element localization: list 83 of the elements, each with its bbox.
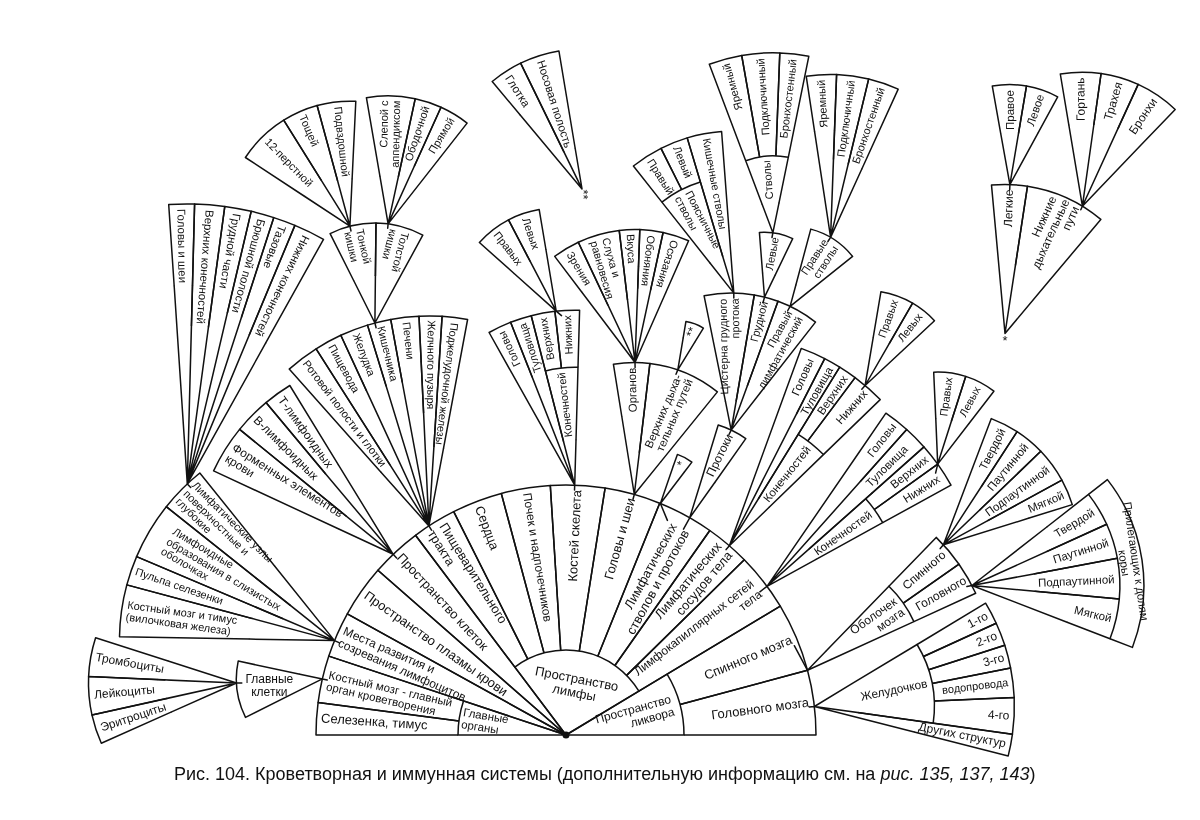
connector-line (581, 265, 667, 369)
connector-line (513, 249, 563, 317)
connector-line (999, 125, 1039, 191)
connector-line (299, 673, 328, 690)
sector-label: Правых (938, 376, 956, 418)
connector-line (724, 342, 763, 436)
sector-label: Главные органы (460, 706, 514, 739)
connector-line (787, 284, 809, 312)
connector-line (379, 150, 439, 229)
connector-line (934, 414, 970, 474)
connector-line (725, 393, 808, 551)
sector-label: Мягкой (1072, 603, 1113, 624)
sector-label: Головного мозга (710, 696, 811, 723)
connector-line (761, 272, 776, 303)
sector-label: Стволы (761, 160, 776, 200)
connector-line (156, 660, 243, 713)
connector-line (793, 644, 832, 672)
sector-label: Желудочков (859, 677, 929, 703)
sector-label: Толстой кишки (376, 228, 411, 278)
footnote-mark: * (1002, 333, 1008, 347)
connector-line (222, 565, 340, 644)
sector-label: Подпаутинной (1037, 572, 1115, 589)
connector-line (311, 464, 398, 559)
connector-line (304, 144, 353, 232)
sector-label: Головы и шеи (175, 208, 190, 284)
sector-label: Лейкоциты (93, 683, 156, 702)
sector-label: Головы и шеи (602, 497, 638, 582)
sector-label: Обоняния (638, 234, 657, 287)
sector-label: Почек и надпочечников (520, 491, 554, 623)
sector-label: Гортань (1074, 77, 1088, 121)
sector-label: Левое (1024, 93, 1047, 128)
sector-label: Органов (625, 367, 639, 413)
sector-label: Тонкой кишки (342, 227, 375, 277)
sector-label: Конечностей (556, 372, 576, 438)
connector-line (348, 361, 445, 531)
connector-line (510, 364, 577, 491)
connector-line (759, 451, 877, 593)
sector-label: Слепой с аппендиксом (377, 100, 403, 174)
connector-line (939, 467, 1030, 550)
connector-line (659, 465, 685, 522)
connector-line (675, 337, 696, 376)
sector-label: Цистерна грудного протока (717, 297, 743, 399)
sector-label: Верхних (538, 316, 558, 361)
sector-label: Вкуса (624, 234, 637, 264)
sector-label: 2-го (974, 629, 999, 650)
sector-label: Главные клетки (241, 673, 297, 699)
sector-label: Подключичный (755, 57, 773, 136)
footnote-mark: ** (576, 188, 590, 200)
connector-line (861, 337, 906, 390)
sector-label: 3-го (981, 651, 1006, 669)
figure-caption: Рис. 104. Кроветворная и иммунная системы (дополнительную информацию см. на рис. 135, 137, 143) (174, 764, 1036, 785)
sector-label: * (674, 459, 688, 470)
sector-label: Яремный (815, 79, 831, 128)
connector-line (813, 129, 863, 243)
sector-label: ** (684, 326, 700, 340)
sector-label: Тромбоциты (94, 651, 166, 676)
connector-line (966, 526, 1075, 623)
sector-label: Бронхостенный (778, 58, 800, 139)
sector-label: Правое (1003, 89, 1016, 130)
sector-label: Верхних конечностей (194, 209, 216, 325)
sector-label: Других структур (917, 720, 1007, 751)
sector-label: 4-го (987, 708, 1010, 722)
connector-line (994, 230, 1051, 335)
connector-line (709, 230, 735, 299)
sector-label: Левые (763, 236, 782, 272)
sector-label: Желчного пузыря (424, 320, 437, 410)
connector-line (808, 682, 918, 733)
connector-line (682, 475, 716, 530)
connector-line (761, 202, 780, 239)
connector-line (621, 415, 662, 501)
sector-label: Нижних (561, 314, 575, 355)
sector-label: Левых (519, 216, 541, 251)
connector-line (173, 267, 276, 489)
sector-label: Трахея (1101, 80, 1125, 122)
sector-label: водопровода (941, 677, 1009, 697)
connector-line (353, 275, 399, 329)
connector-line (519, 101, 583, 190)
sector-label: 1-го (965, 609, 991, 631)
sector-label: Легкие (1001, 189, 1016, 228)
sector-label: Подвздошной (331, 105, 351, 178)
sector-label: Печени (399, 321, 416, 361)
connector-line (1068, 119, 1142, 211)
sector-label: Костей скелета (566, 489, 585, 583)
